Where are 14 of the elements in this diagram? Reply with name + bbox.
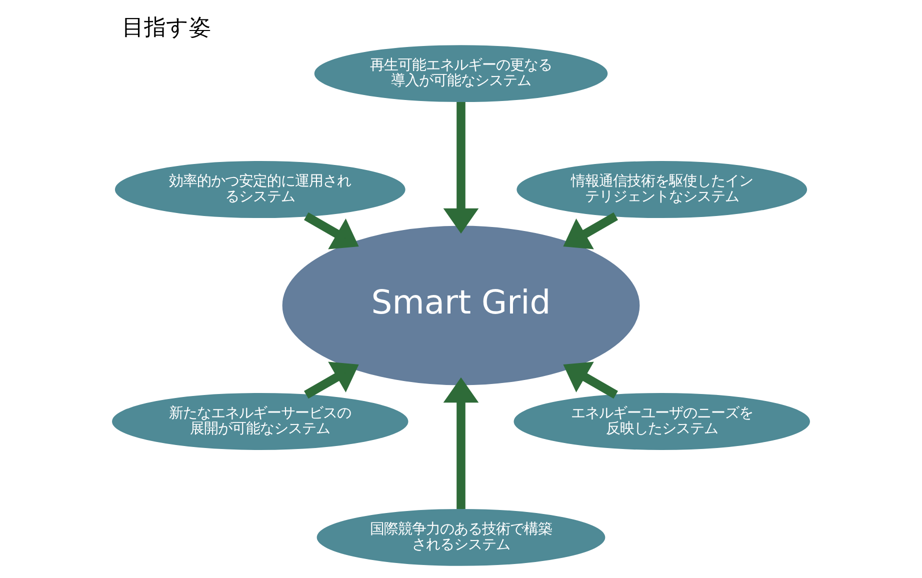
node-ellipse: エネルギーユーザのニーズを反映したシステム [514, 392, 810, 450]
node-ellipse: 新たなエネルギーサービスの展開が可能なシステム [112, 392, 408, 450]
arrow [563, 362, 618, 399]
node-ellipse: Smart Grid [282, 226, 640, 386]
arrow [304, 212, 359, 250]
arrow [443, 377, 479, 509]
node-ellipse: 再生可能エネルギーの更なる導入が可能なシステム [314, 45, 608, 102]
diagram-title: 目指す姿 [122, 16, 211, 41]
node-ellipse: 情報通信技術を駆使したインテリジェントなシステム [516, 161, 808, 218]
arrow [443, 102, 479, 234]
arrow [563, 212, 618, 250]
node-ellipse: 国際競争力のある技術で構築されるシステム [316, 508, 606, 566]
arrow [304, 362, 359, 399]
node-ellipse: 効率的かつ安定的に運用されるシステム [114, 161, 406, 218]
